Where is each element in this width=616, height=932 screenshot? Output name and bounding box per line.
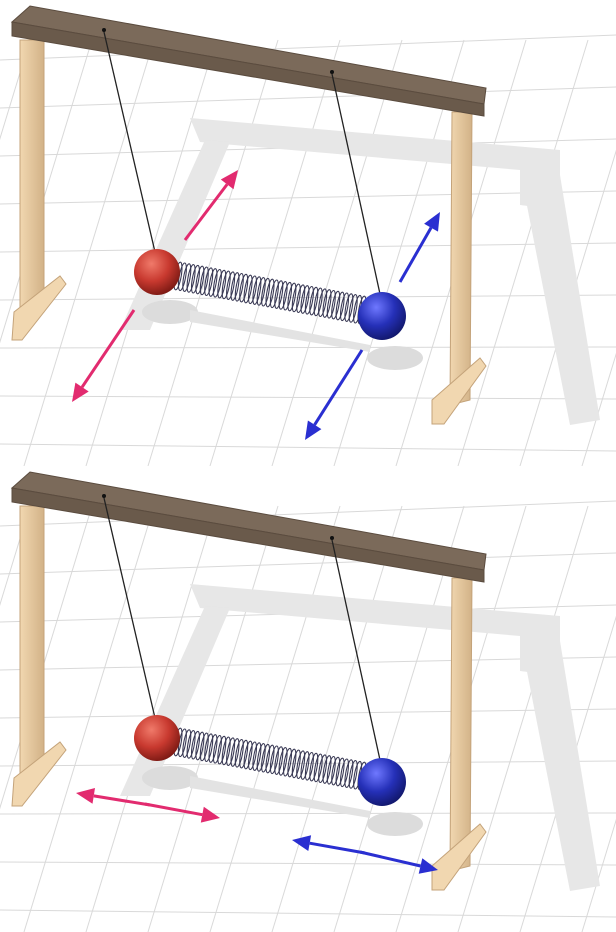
frame-left-leg: [20, 506, 44, 784]
grid-line: [272, 506, 402, 932]
frame-right-leg: [450, 112, 472, 405]
frame-top-bar: [12, 472, 486, 570]
left-string: [104, 498, 155, 718]
blue-arrow-down-head: [305, 421, 321, 441]
grid-line: [0, 396, 616, 399]
red-arrow-up-head: [221, 170, 238, 189]
grid-line: [0, 40, 92, 466]
grid-line: [0, 87, 616, 108]
panel-transverse-mode: [0, 0, 616, 466]
floor-grid: [0, 35, 616, 466]
blue-arrow-left-shaft: [310, 843, 365, 853]
red-arrow-left-head: [76, 788, 95, 804]
frame-shadow: [120, 584, 600, 891]
grid-line: [0, 862, 616, 865]
frame-right-leg: [450, 578, 472, 871]
frame-top-bar: [12, 6, 486, 104]
red-arrow-down-head: [72, 383, 89, 402]
blue-ball-shadow: [367, 812, 423, 836]
string-hole-right: [330, 70, 334, 74]
blue-bob: [358, 292, 406, 340]
string-hole-left: [102, 494, 106, 498]
red-bob: [134, 249, 180, 295]
red-ball-shadow: [142, 766, 198, 790]
left-string: [104, 32, 155, 252]
right-string: [332, 74, 380, 294]
floor-grid: [0, 501, 616, 932]
blue-arrow-down-shaft: [315, 350, 362, 425]
grid-line: [0, 553, 616, 574]
right-string: [332, 540, 380, 760]
red-bob: [134, 715, 180, 761]
red-arrow-right-head: [201, 807, 220, 823]
frame-shadow: [120, 118, 600, 425]
grid-line: [210, 40, 340, 466]
red-arrow-right-shaft: [145, 804, 202, 815]
spring-shadow: [190, 310, 370, 352]
blue-arrow-left-head: [292, 835, 311, 851]
grid-line: [0, 506, 92, 932]
red-ball-shadow: [142, 300, 198, 324]
panel-longitudinal-mode: [0, 466, 616, 932]
string-hole-left: [102, 28, 106, 32]
grid-line: [272, 40, 402, 466]
longitudinal-mode-illustration: [0, 466, 616, 932]
spring-shadow: [190, 776, 370, 818]
string-hole-right: [330, 536, 334, 540]
blue-bob: [358, 758, 406, 806]
red-arrow-down-shaft: [82, 310, 134, 387]
grid-line: [210, 506, 340, 932]
blue-ball-shadow: [367, 346, 423, 370]
frame-left-leg: [20, 40, 44, 318]
transverse-mode-illustration: [0, 0, 616, 466]
red-arrow-left-shaft: [94, 796, 150, 805]
